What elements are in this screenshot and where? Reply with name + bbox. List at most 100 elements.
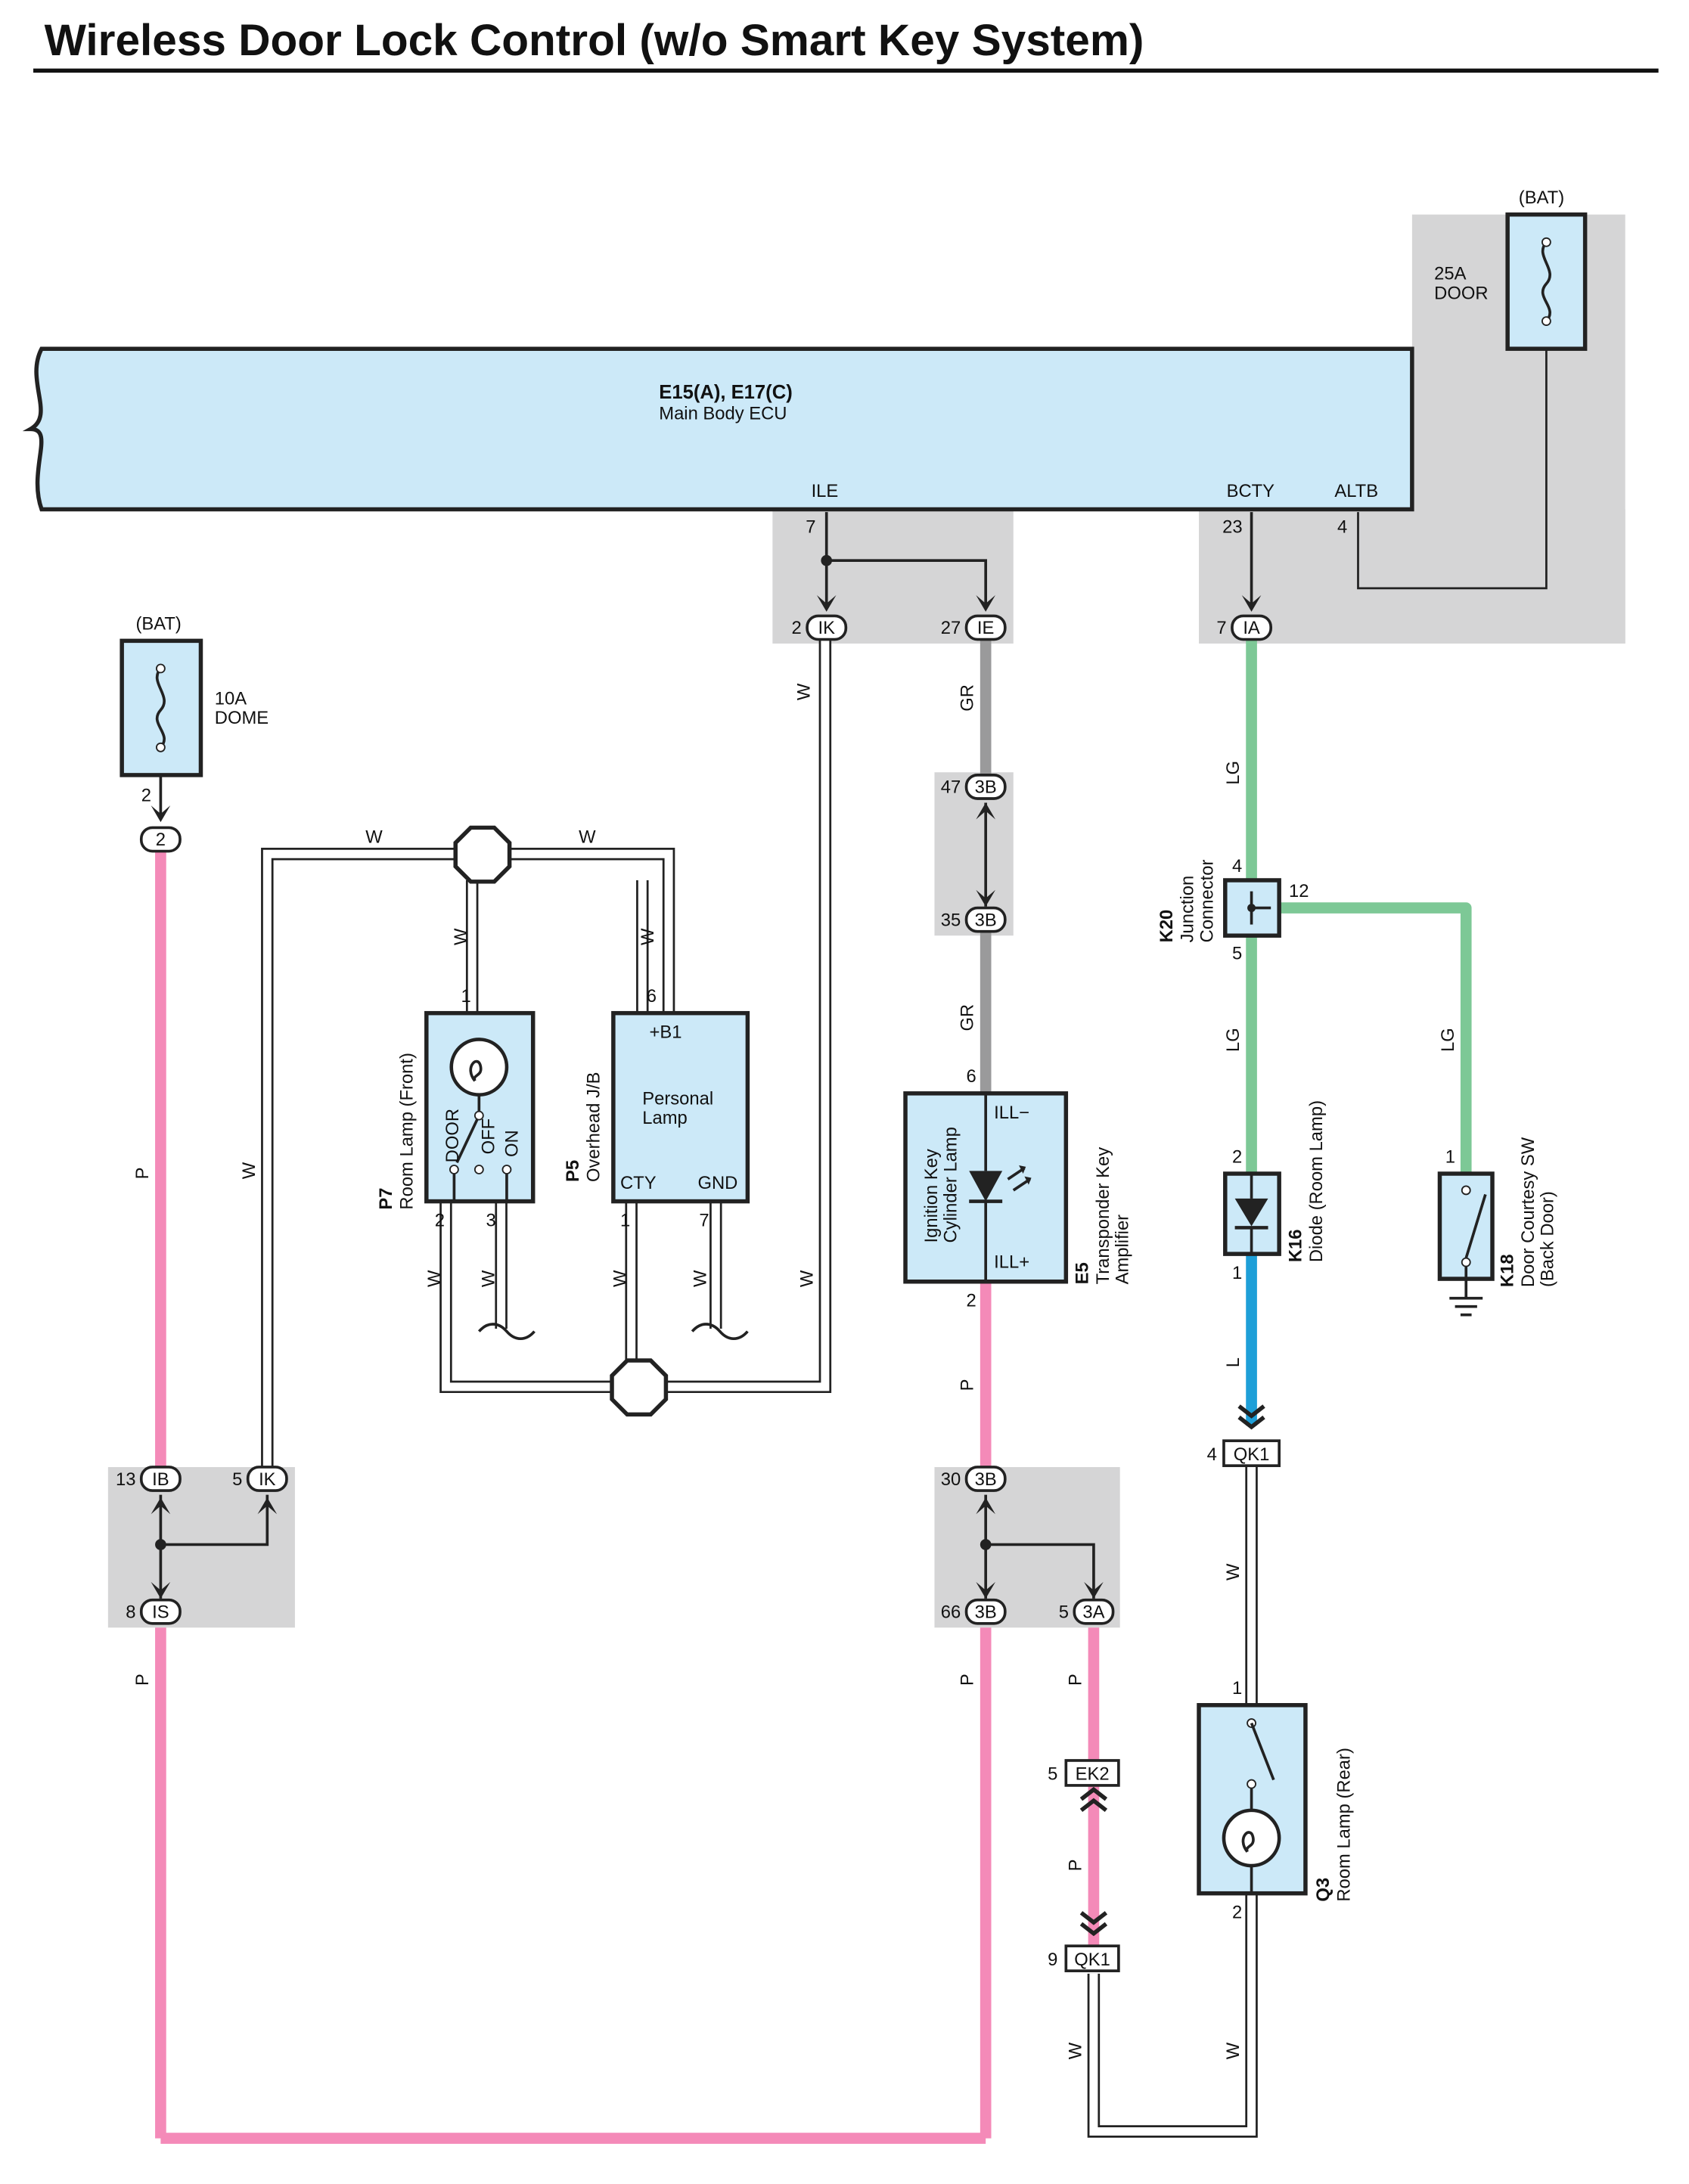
e5-pin-6: 6: [967, 1066, 976, 1087]
main-body-ecu: E15(A), E17(C) Main Body ECU ILE BCTY AL…: [22, 346, 1414, 538]
wire-color-label: W: [794, 683, 815, 700]
conn-3a-5-name: 3A: [1082, 1602, 1104, 1622]
ecu-terminal-altb: ALTB: [1334, 481, 1378, 501]
conn-is-8-pin: 8: [126, 1602, 135, 1622]
wire-color-label: P: [1065, 1860, 1085, 1872]
conn-qk1-9-pin: 9: [1048, 1950, 1057, 1970]
conn-3b-66-pin: 66: [941, 1602, 961, 1622]
wire-color-label: W: [239, 1162, 259, 1179]
wire-color-label: P: [958, 1379, 978, 1391]
fuse-dome-source: (BAT): [135, 614, 181, 634]
k20-pin-5: 5: [1232, 943, 1242, 963]
conn-ie-top-pin: 27: [941, 618, 961, 638]
page-title: Wireless Door Lock Control (w/o Smart Ke…: [45, 16, 1144, 65]
p5-code: P5: [563, 1160, 583, 1182]
wire-altb-door: [1357, 349, 1548, 590]
e5-term-ill-minus: ILL−: [994, 1103, 1029, 1123]
wire-color-label: P: [1065, 1674, 1085, 1686]
conn-ik-top-pin: 2: [792, 618, 802, 638]
wire-color-label: W: [451, 928, 471, 945]
pill-connectors: [139, 614, 1273, 1625]
e5-name-1: Transponder Key: [1093, 1147, 1113, 1285]
conn-ik-5-pin: 5: [232, 1469, 242, 1490]
k16-name: Diode (Room Lamp): [1306, 1100, 1327, 1262]
wires-lightgreen: [1246, 639, 1472, 1174]
wire-color-labels: W GR LG W W W W GR LG LG P W W W W W W P…: [132, 683, 1458, 2059]
k20-pin-12: 12: [1289, 881, 1309, 901]
k18-name-2: (Back Door): [1538, 1191, 1558, 1287]
wire-color-label: P: [132, 1674, 153, 1686]
conn-3b-35-pin: 35: [941, 910, 961, 930]
pill-pins: 2 27 7 47 35 13 5 8 30 66 5: [116, 618, 1227, 1622]
e5-transponder-key-amplifier: ILL− ILL+ Ignition Key Cylinder Lamp 6 2…: [903, 1066, 1133, 1311]
splice-points: [453, 825, 669, 1417]
conn-ia-top-name: IA: [1243, 618, 1260, 638]
k18-pin-1: 1: [1445, 1146, 1455, 1167]
conn-ek2-name: EK2: [1076, 1764, 1110, 1785]
ecu-pin-4: 4: [1337, 517, 1347, 538]
p7-pin-1: 1: [461, 986, 471, 1007]
k16-pin-1: 1: [1232, 1263, 1242, 1283]
conn-3b-47-name: 3B: [975, 777, 997, 798]
k16-code: K16: [1285, 1229, 1306, 1262]
conn-is-8-name: IS: [152, 1602, 169, 1622]
p5-name: Overhead J/B: [584, 1072, 604, 1182]
ecu-code: E15(A), E17(C): [659, 382, 792, 403]
fuse-door-name: DOOR: [1434, 283, 1488, 303]
wire-color-label: W: [478, 1270, 498, 1287]
conn-3b-47-pin: 47: [941, 777, 961, 798]
k18-code: K18: [1497, 1254, 1517, 1287]
p5-pin-6: 6: [647, 986, 657, 1007]
k20-pin-4: 4: [1232, 856, 1242, 876]
p7-switch-door: DOOR: [442, 1109, 463, 1162]
conn-qk1-4-name: QK1: [1234, 1444, 1270, 1465]
q3-pin-1: 1: [1232, 1678, 1242, 1698]
signal-lines: [159, 512, 1253, 1599]
k20-code: K20: [1157, 910, 1177, 943]
e5-pin-2: 2: [967, 1291, 976, 1311]
wire-color-label: W: [579, 827, 596, 848]
fuse-dome-rating: 10A: [215, 689, 247, 709]
wire-color-label: LG: [1223, 761, 1243, 785]
signal-dots: [155, 554, 992, 1550]
wire-color-label: W: [796, 1270, 817, 1287]
p7-room-lamp-front: DOOR OFF ON 1 2 3 P7 Room Lamp (Front): [376, 986, 536, 1341]
conn-dome-name: 2: [156, 830, 166, 850]
k20-name-1: Junction: [1178, 876, 1198, 943]
fuse-door-source: (BAT): [1519, 188, 1564, 208]
conn-3b-35-name: 3B: [975, 910, 997, 930]
k18-name-1: Door Courtesy SW: [1518, 1137, 1538, 1287]
fuse-door-rating: 25A: [1434, 264, 1466, 284]
e5-code: E5: [1073, 1262, 1093, 1284]
k16-pin-2: 2: [1232, 1146, 1242, 1167]
e5-name-2: Amplifier: [1113, 1215, 1133, 1285]
splice-bottom: [610, 1358, 669, 1417]
p5-pin-7: 7: [699, 1211, 709, 1231]
conn-3b-30-pin: 30: [941, 1469, 961, 1490]
box-connectors: EK2 5 QK1 9 QK1 4: [1048, 1404, 1281, 1972]
wire-color-label: P: [132, 1167, 153, 1179]
wire-color-label: W: [1065, 2042, 1085, 2059]
wire-color-label: W: [610, 1270, 630, 1287]
conn-3a-5-pin: 5: [1059, 1602, 1069, 1622]
ecu-terminal-bcty: BCTY: [1227, 481, 1275, 501]
p5-overhead-jb: +B1 Personal Lamp CTY GND 6 1 7 P5 Overh…: [563, 986, 750, 1341]
wire-color-label: L: [1223, 1357, 1243, 1367]
conn-qk1-4-pin: 4: [1207, 1444, 1217, 1465]
conn-ek2-pin: 5: [1048, 1764, 1057, 1785]
p7-pin-3: 3: [486, 1211, 495, 1231]
p5-term-gnd: GND: [698, 1173, 738, 1193]
wires-white: [261, 639, 1258, 2138]
q3-code: Q3: [1313, 1878, 1334, 1902]
ecu-pin-7: 7: [806, 517, 815, 538]
wire-color-label: P: [958, 1674, 978, 1686]
conn-qk1-9-name: QK1: [1074, 1950, 1110, 1970]
conn-ie-top-name: IE: [977, 618, 994, 638]
wires-pink: [155, 851, 1100, 2144]
pill-labels: IK IE IA 2 3B 3B IB IK IS 3B 3B 3A: [152, 618, 1260, 1622]
wire-color-label: W: [1223, 1563, 1243, 1581]
fuse-10a-dome: (BAT) 10A DOME 2: [120, 614, 269, 806]
e5-term-ill-plus: ILL+: [994, 1252, 1029, 1272]
p5-inner-2: Lamp: [642, 1108, 688, 1128]
p7-switch-off: OFF: [478, 1118, 498, 1155]
